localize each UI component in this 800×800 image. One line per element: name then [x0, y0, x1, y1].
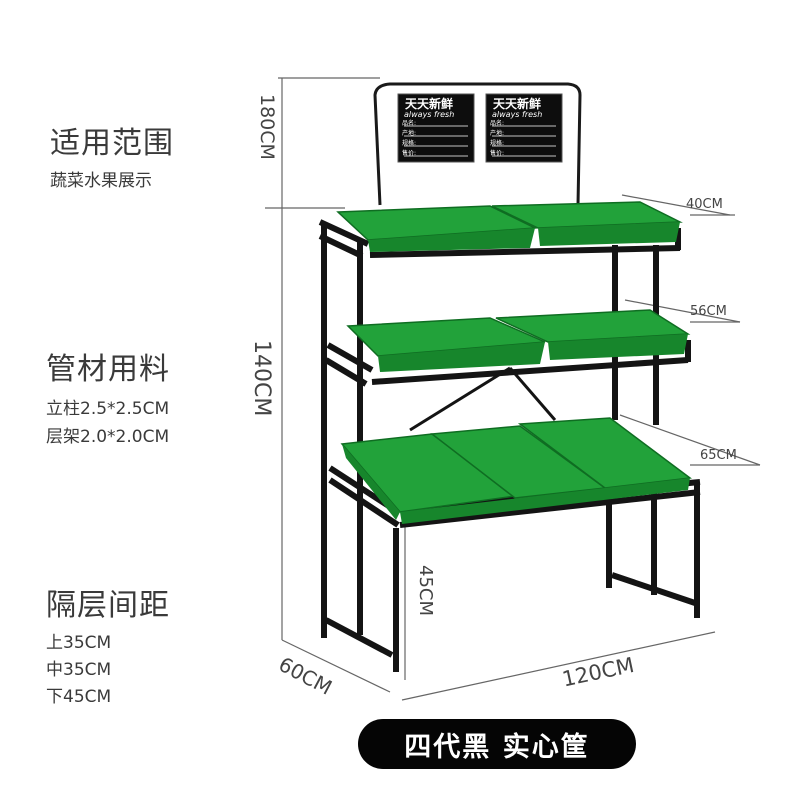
dim-total-height: 180CM	[256, 94, 278, 160]
usage-line: 蔬菜水果展示	[50, 171, 152, 191]
dim-frame-height: 140CM	[249, 340, 274, 417]
sign-holder-frame	[373, 82, 582, 206]
baskets-top	[336, 201, 683, 252]
sign-right-field-1: 品名:	[490, 120, 505, 127]
sign-right-subtitle: always fresh	[492, 110, 543, 119]
sign-left-field-1: 品名:	[402, 120, 417, 127]
dim-tier-middle: 56CM	[690, 304, 727, 319]
model-label-badge: 四代黑 实心筐	[358, 719, 636, 769]
sign-left-field-4: 售价:	[402, 150, 417, 157]
baskets-bottom	[340, 417, 692, 524]
rack-cross-brace	[409, 366, 557, 432]
sign-right-field-4: 售价:	[490, 150, 505, 157]
rack-frame	[318, 219, 701, 672]
sign-left-field-3: 规格:	[402, 140, 417, 147]
sign-left-title: 天天新鲜	[405, 97, 454, 111]
material-line-pillar: 立柱2.5*2.5CM	[46, 399, 170, 419]
material-line-shelf: 层架2.0*2.0CM	[46, 427, 170, 447]
sign-left-subtitle: always fresh	[404, 110, 455, 119]
sign-left-field-2: 产地:	[402, 130, 417, 137]
spacing-line-middle: 中35CM	[46, 660, 112, 680]
spacing-line-top: 上35CM	[46, 633, 112, 653]
price-sign-left	[397, 93, 475, 163]
spacing-title: 隔层间距	[46, 588, 170, 623]
material-title: 管材用料	[46, 352, 170, 387]
baskets-middle	[346, 309, 691, 372]
spacing-line-bottom: 下45CM	[46, 687, 112, 707]
price-sign-right	[485, 93, 563, 163]
sign-right-field-3: 规格:	[490, 140, 505, 147]
sign-right-title: 天天新鲜	[493, 97, 542, 111]
dim-bottom-clearance: 45CM	[415, 565, 436, 617]
usage-title: 适用范围	[50, 126, 174, 161]
sign-right-field-2: 产地:	[490, 130, 505, 137]
dimension-lines	[265, 77, 761, 701]
dim-tier-top: 40CM	[686, 197, 723, 212]
dim-tier-bottom: 65CM	[700, 448, 737, 463]
